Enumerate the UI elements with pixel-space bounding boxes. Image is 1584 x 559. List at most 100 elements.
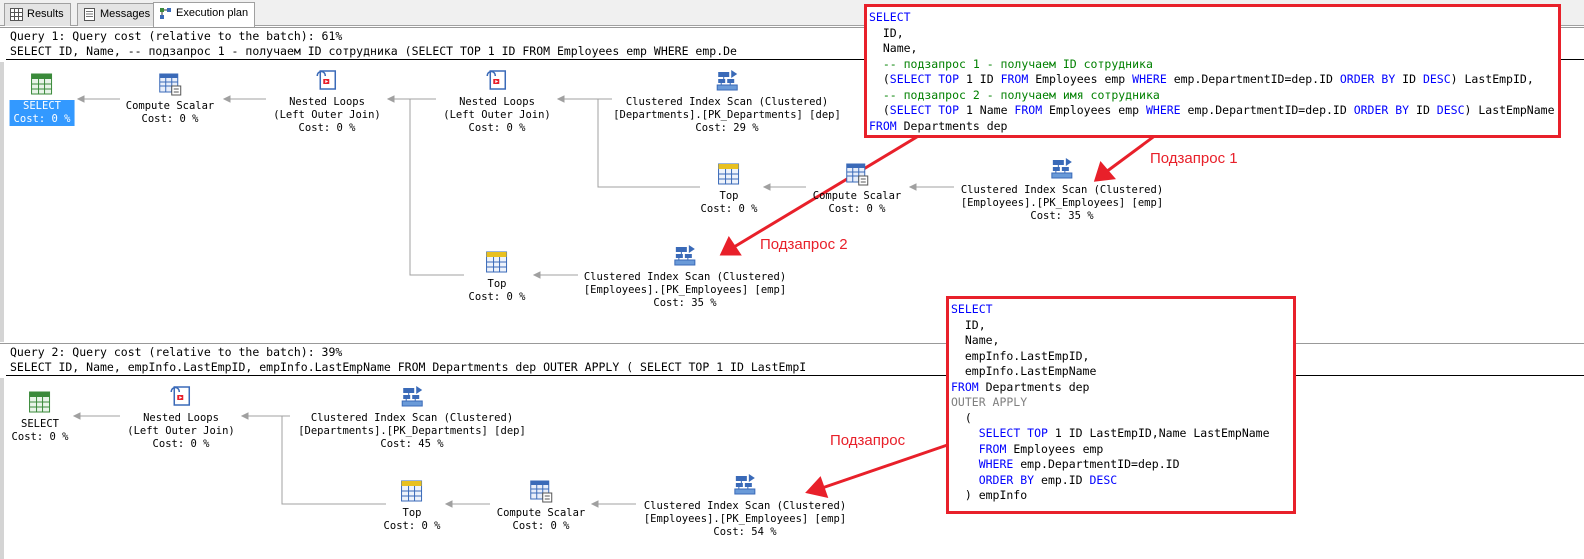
node-sublabel: [Employees].[PK_Employees] [emp]	[643, 513, 847, 525]
sql-code-box-1: SELECT ID, Name, -- подзапрос 1 - получа…	[864, 4, 1561, 138]
code-line: OUTER APPLY	[951, 395, 1028, 409]
query2-sql: SELECT ID, Name, empInfo.LastEmpID, empI…	[10, 360, 807, 374]
plan2-node-nested-loops[interactable]: Nested Loops (Left Outer Join) Cost: 0 %	[127, 384, 235, 451]
grid-icon	[10, 8, 23, 21]
plan-node-ci-scan-employees-1[interactable]: Clustered Index Scan (Clustered) [Employ…	[961, 156, 1163, 223]
code-line: FROM Employees emp	[978, 441, 1104, 456]
plan2-node-ci-scan-employees[interactable]: Clustered Index Scan (Clustered) [Employ…	[644, 472, 846, 539]
query1-sql: SELECT ID, Name, -- подзапрос 1 - получа…	[10, 44, 737, 58]
clustered-index-scan-icon	[734, 474, 756, 495]
code-line: ORDER BY emp.ID DESC	[978, 472, 1118, 487]
plan-node-nested-loops-2[interactable]: Nested Loops (Left Outer Join) Cost: 0 %	[443, 68, 551, 135]
node-sublabel: (Left Outer Join)	[443, 109, 551, 121]
plan-node-ci-scan-employees-2[interactable]: Clustered Index Scan (Clustered) [Employ…	[584, 243, 786, 310]
clustered-index-scan-icon	[1051, 158, 1073, 179]
tab-execution-plan[interactable]: Execution plan	[153, 2, 256, 27]
code-line: (SELECT TOP 1 Name FROM Employees emp WH…	[869, 103, 1555, 117]
top-icon	[486, 251, 508, 273]
node-cost: Cost: 0 %	[700, 203, 758, 215]
callout-subquery: Подзапрос	[830, 432, 906, 449]
plan2-node-compute-scalar[interactable]: Compute Scalar Cost: 0 %	[496, 479, 586, 533]
node-label: Compute Scalar	[812, 190, 902, 202]
plan-node-nested-loops-1[interactable]: Nested Loops (Left Outer Join) Cost: 0 %	[273, 68, 381, 135]
code-line: ID,	[951, 317, 986, 332]
compute-scalar-icon	[846, 163, 869, 186]
node-cost: Cost: 0 %	[298, 122, 356, 134]
node-sublabel: (Left Outer Join)	[273, 109, 381, 121]
plan2-node-select[interactable]: SELECT Cost: 0 %	[11, 390, 69, 444]
code-line: SELECT	[951, 302, 993, 316]
code-line: FROM Departments dep	[869, 118, 1008, 133]
code-line: ) empInfo	[951, 488, 1028, 502]
tab-messages[interactable]: Messages	[77, 3, 158, 26]
code-line: SELECT TOP 1 ID LastEmpID,Name LastEmpNa…	[978, 426, 1270, 440]
plan-node-top-2[interactable]: Top Cost: 0 %	[468, 250, 526, 304]
plan-node-ci-scan-departments-1[interactable]: Clustered Index Scan (Clustered) [Depart…	[613, 68, 841, 135]
node-cost: Cost: 0 %	[512, 520, 570, 532]
compute-scalar-icon	[159, 73, 182, 96]
node-sublabel: [Departments].[PK_Departments] [dep]	[298, 425, 526, 437]
node-cost: Cost: 0 %	[13, 113, 71, 125]
code-line: empInfo.LastEmpID,	[951, 348, 1090, 363]
code-line: Name,	[951, 333, 1000, 347]
query2-scroll-edge	[0, 378, 4, 559]
node-label: Top	[402, 507, 422, 519]
node-sublabel: [Employees].[PK_Employees] [emp]	[960, 197, 1164, 209]
nested-loops-icon	[316, 70, 336, 90]
nested-loops-icon	[486, 70, 506, 90]
node-cost: Cost: 35 %	[1030, 210, 1094, 222]
node-label: Top	[487, 278, 507, 290]
node-label: Top	[719, 190, 739, 202]
node-label: SELECT	[23, 100, 61, 112]
node-cost: Cost: 54 %	[713, 526, 777, 538]
node-label: SELECT	[21, 418, 59, 430]
node-label: Clustered Index Scan (Clustered)	[625, 96, 829, 108]
node-label: Nested Loops	[143, 412, 219, 424]
clustered-index-scan-icon	[716, 70, 738, 91]
plan-node-top-1[interactable]: Top Cost: 0 %	[700, 162, 758, 216]
select-icon	[29, 391, 51, 413]
node-cost: Cost: 0 %	[468, 291, 526, 303]
callout-subquery-1: Подзапрос 1	[1150, 150, 1238, 167]
node-label: Compute Scalar	[496, 507, 586, 519]
code-line: FROM Departments dep	[951, 379, 1090, 394]
node-cost: Cost: 0 %	[468, 122, 526, 134]
query1-cost: Query 1: Query cost (relative to the bat…	[10, 29, 343, 43]
plan-node-compute-scalar[interactable]: Compute Scalar Cost: 0 %	[125, 72, 215, 126]
tab-results[interactable]: Results	[4, 3, 71, 26]
tab-results-label: Results	[27, 8, 64, 20]
node-label: Clustered Index Scan (Clustered)	[310, 412, 514, 424]
node-sublabel: (Left Outer Join)	[127, 425, 235, 437]
node-sublabel: [Employees].[PK_Employees] [emp]	[583, 284, 787, 296]
execution-plan-icon	[160, 8, 171, 19]
node-cost: Cost: 45 %	[380, 438, 444, 450]
top-icon	[401, 480, 423, 502]
query2-header: Query 2: Query cost (relative to the bat…	[0, 343, 1584, 376]
node-cost: Cost: 0 %	[11, 431, 69, 443]
node-cost: Cost: 0 %	[828, 203, 886, 215]
tab-execution-plan-label: Execution plan	[176, 7, 249, 19]
code-line: -- подзапрос 2 - получаем имя сотрудника	[869, 87, 1160, 102]
code-line: (SELECT TOP 1 ID FROM Employees emp WHER…	[869, 72, 1534, 86]
query1-scroll-edge	[0, 62, 4, 342]
node-label: Compute Scalar	[125, 100, 215, 112]
code-line: -- подзапрос 1 - получаем ID сотрудника	[869, 56, 1153, 71]
plan2-node-top[interactable]: Top Cost: 0 %	[383, 479, 441, 533]
node-label: Clustered Index Scan (Clustered)	[583, 271, 787, 283]
node-cost: Cost: 29 %	[695, 122, 759, 134]
compute-scalar-icon	[530, 480, 553, 503]
query2-cost: Query 2: Query cost (relative to the bat…	[10, 345, 343, 359]
node-label: Clustered Index Scan (Clustered)	[960, 184, 1164, 196]
node-cost: Cost: 0 %	[141, 113, 199, 125]
sql-code-box-2: SELECT ID, Name, empInfo.LastEmpID, empI…	[946, 296, 1296, 514]
plan2-node-ci-scan-departments[interactable]: Clustered Index Scan (Clustered) [Depart…	[298, 384, 526, 451]
messages-icon	[84, 8, 95, 21]
clustered-index-scan-icon	[674, 245, 696, 266]
code-line: (	[951, 410, 972, 425]
code-line: Name,	[869, 41, 918, 55]
node-cost: Cost: 0 %	[152, 438, 210, 450]
plan-node-compute-scalar-2[interactable]: Compute Scalar Cost: 0 %	[812, 162, 902, 216]
code-line: empInfo.LastEmpName	[951, 364, 1097, 378]
node-cost: Cost: 0 %	[383, 520, 441, 532]
